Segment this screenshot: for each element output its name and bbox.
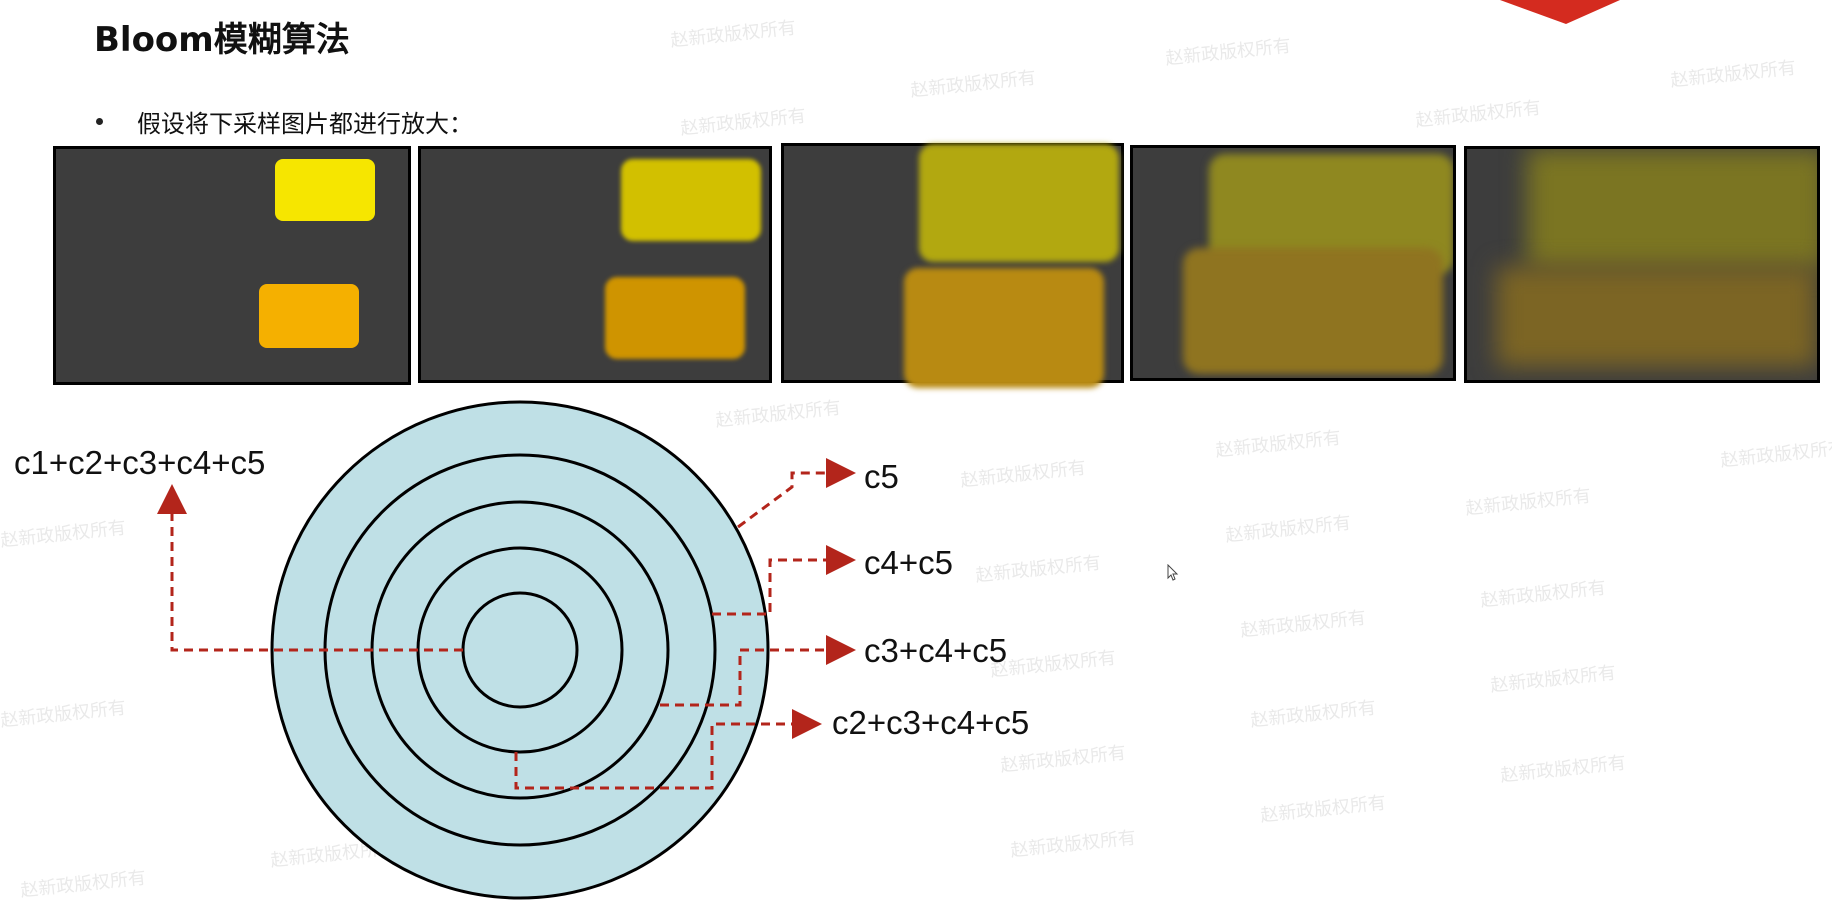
downsample-panel-4 xyxy=(1130,145,1456,381)
downsample-panel-1 xyxy=(53,146,411,385)
sum-label-c3c4c5: c3+c4+c5 xyxy=(864,632,1008,669)
arrow-c4c5 xyxy=(712,545,856,616)
downsample-panel-3 xyxy=(781,143,1124,388)
sum-label-all: c1+c2+c3+c4+c5 xyxy=(14,444,266,481)
yellow-block xyxy=(275,159,375,221)
yellow-block xyxy=(919,144,1119,262)
bullet-item: 假设将下采样图片都进行放大： xyxy=(96,104,473,139)
mouse-cursor-icon xyxy=(1167,564,1179,581)
orange-block xyxy=(1497,267,1817,367)
orange-block xyxy=(605,277,745,359)
sum-label-c4c5: c4+c5 xyxy=(864,544,953,581)
orange-block xyxy=(259,284,359,348)
orange-block xyxy=(904,268,1104,388)
ring-5 xyxy=(461,591,579,709)
downsample-panel-5 xyxy=(1464,146,1820,383)
arrow-c5 xyxy=(737,458,856,529)
concentric-rings xyxy=(270,400,770,900)
yellow-block xyxy=(1527,149,1817,269)
orange-block xyxy=(1183,248,1443,374)
downsample-panel-2 xyxy=(418,146,772,383)
bullet-text: 假设将下采样图片都进行放大： xyxy=(137,110,473,138)
sum-label-c2c3c4c5: c2+c3+c4+c5 xyxy=(832,704,1030,741)
page-title: Bloom模糊算法 xyxy=(94,20,350,60)
dashed-arrows xyxy=(157,458,856,790)
arrow-all xyxy=(157,484,463,652)
sum-label-c5: c5 xyxy=(864,458,899,495)
arrow-c3c4c5 xyxy=(660,635,856,707)
yellow-block xyxy=(621,159,761,241)
bullet-dot-icon xyxy=(96,118,103,125)
arrow-c2c3c4c5 xyxy=(514,709,822,790)
